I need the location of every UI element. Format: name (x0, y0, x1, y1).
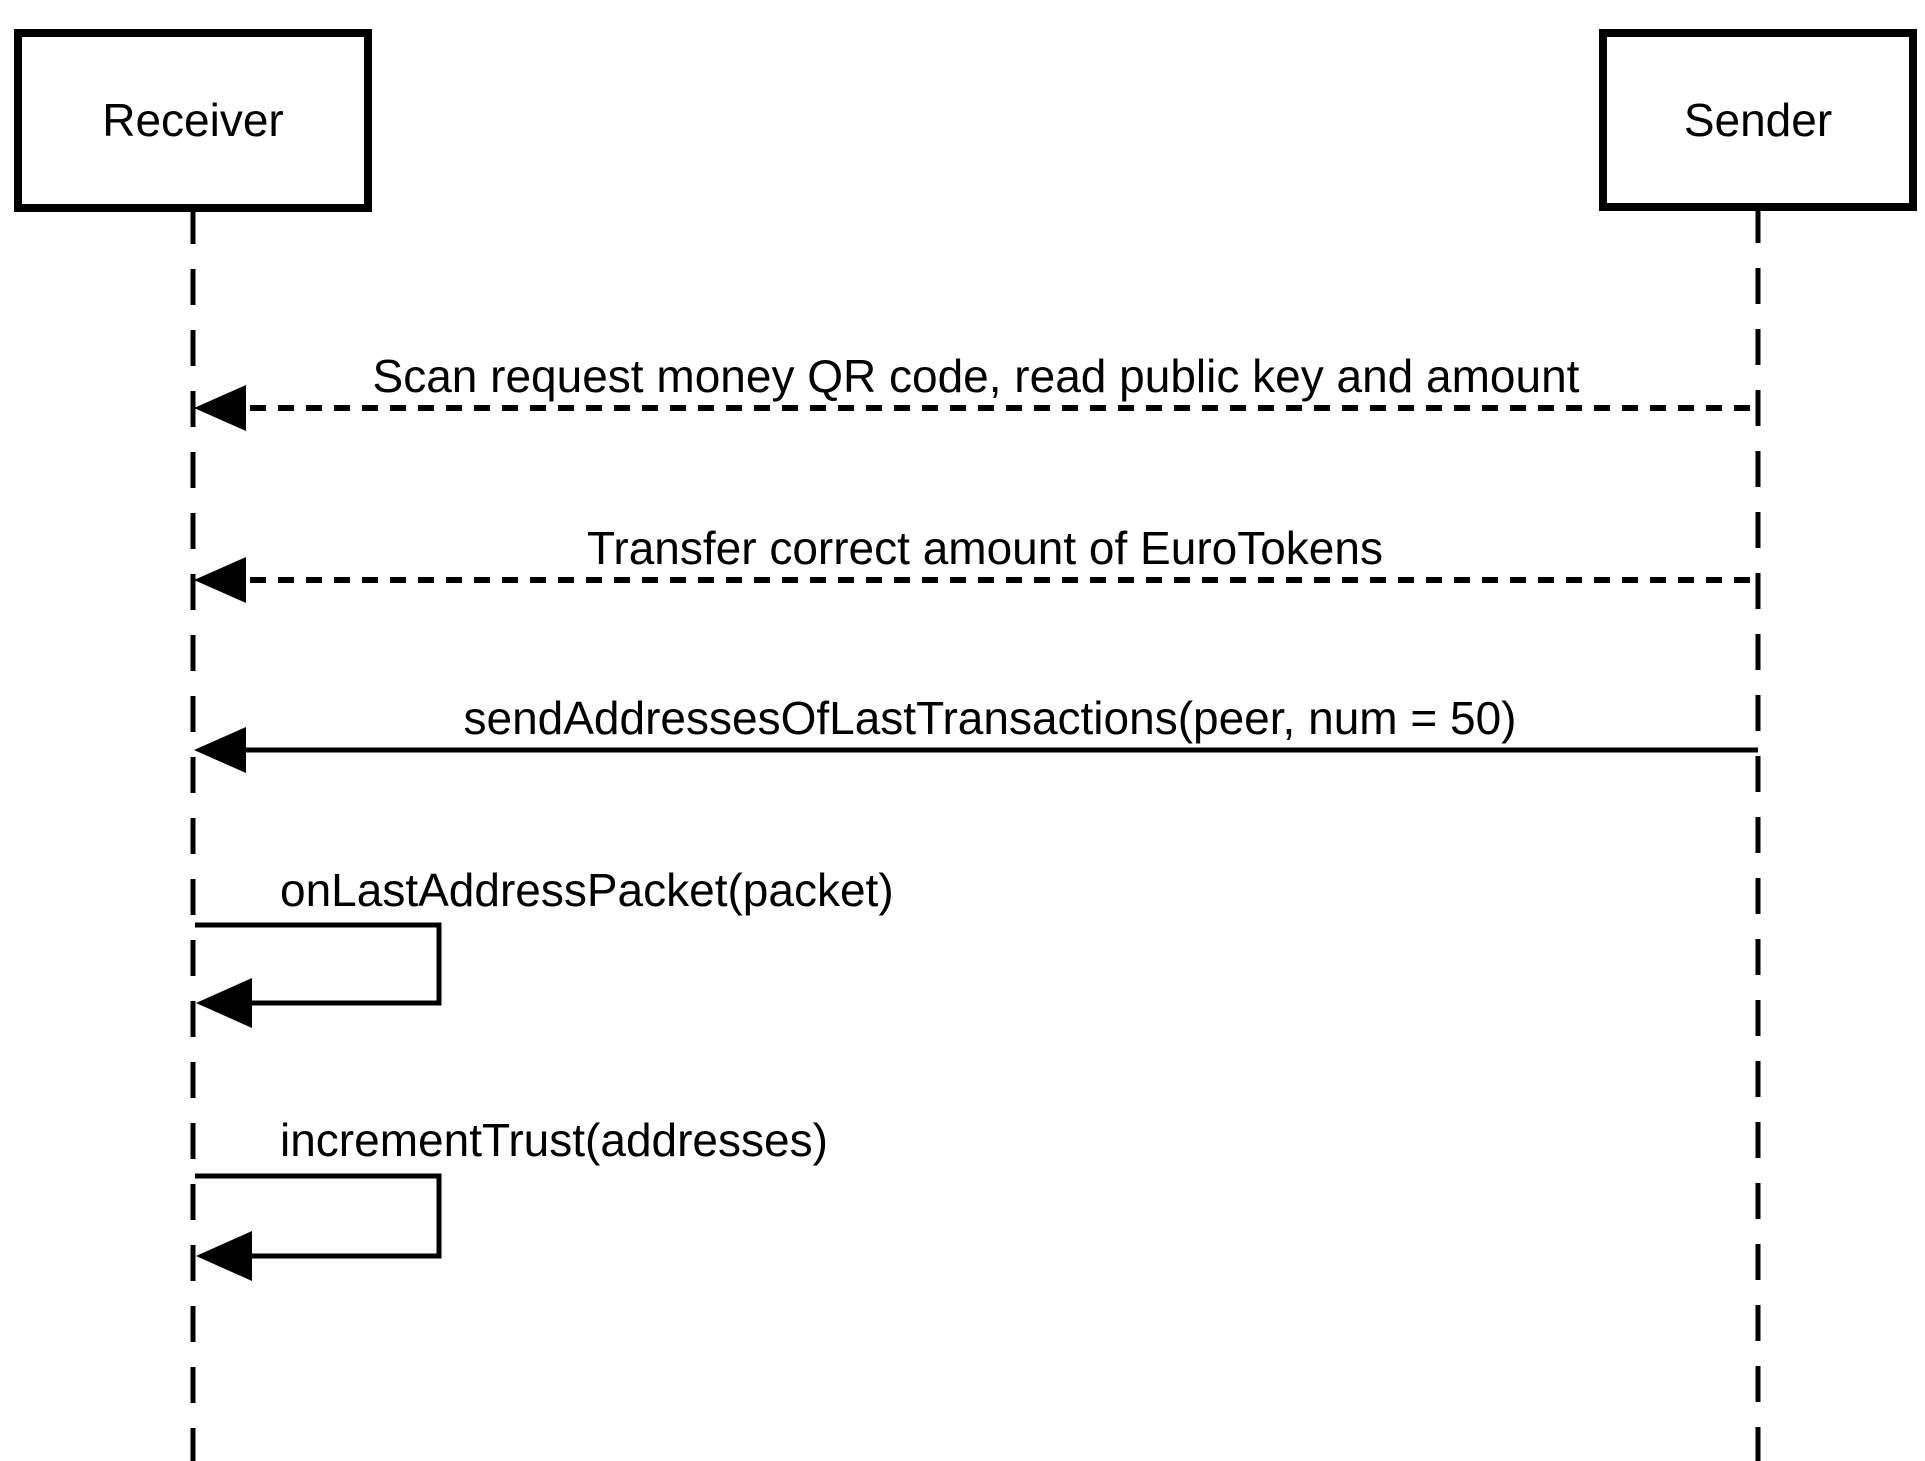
arrowhead-left-icon (194, 557, 246, 603)
actor-box-sender (1599, 29, 1917, 211)
message-transfer-tokens-group: Transfer correct amount of EuroTokens (194, 522, 1758, 603)
actor-receiver-group: Receiver (14, 29, 372, 212)
actor-label-receiver: Receiver (102, 94, 284, 146)
arrowhead-left-icon (194, 727, 246, 773)
arrowhead-left-icon (196, 1231, 252, 1281)
message-label: incrementTrust(addresses) (280, 1114, 828, 1166)
actor-box-receiver (14, 29, 372, 212)
self-message-line (195, 1173, 442, 1259)
message-send-addresses-group: sendAddressesOfLastTransactions(peer, nu… (194, 692, 1758, 773)
self-message-on-last-address-packet-group: onLastAddressPacket(packet) (195, 864, 894, 1028)
self-message-increment-trust-group: incrementTrust(addresses) (195, 1114, 828, 1281)
message-label: Scan request money QR code, read public … (373, 350, 1580, 402)
arrowhead-left-icon (194, 385, 246, 431)
message-scan-qr-group: Scan request money QR code, read public … (194, 350, 1758, 431)
arrowhead-left-icon (196, 978, 252, 1028)
actor-label-sender: Sender (1684, 94, 1832, 146)
actor-sender-group: Sender (1599, 29, 1917, 211)
self-message-line (195, 922, 442, 1006)
message-label: Transfer correct amount of EuroTokens (587, 522, 1383, 574)
message-label: sendAddressesOfLastTransactions(peer, nu… (463, 692, 1516, 744)
message-label: onLastAddressPacket(packet) (280, 864, 894, 916)
